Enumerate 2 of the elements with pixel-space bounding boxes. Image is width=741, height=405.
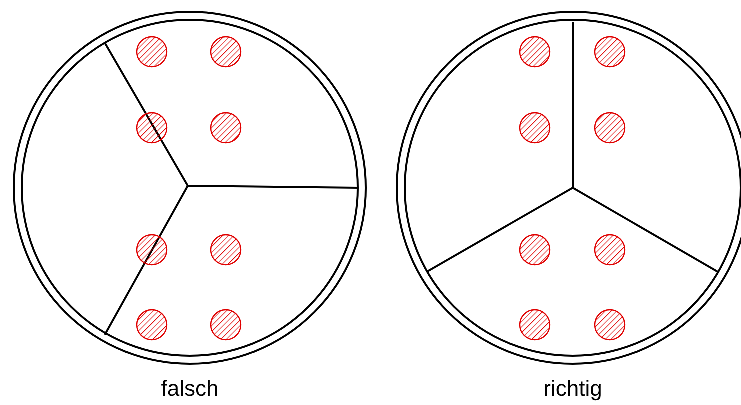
- caption: richtig: [544, 376, 602, 402]
- caption: falsch: [161, 376, 219, 402]
